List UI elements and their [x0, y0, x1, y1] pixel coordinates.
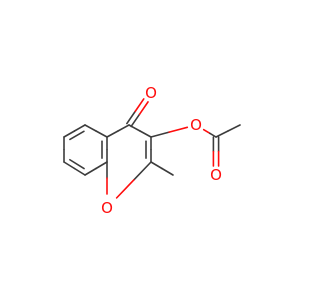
ketone-double-bond: [134, 98, 145, 113]
ring-bond: [139, 130, 152, 138]
methyl-bond: [150, 161, 163, 170]
ester-oxygen-label: O: [190, 116, 202, 134]
methyl-bond: [161, 167, 174, 176]
ring-oxygen-bond: [133, 161, 152, 181]
benzene-bond: [63, 130, 76, 138]
benzene-bond: [63, 161, 76, 170]
ketone-double-bond: [138, 101, 149, 115]
ring-oxygen-label: O: [101, 199, 113, 217]
benzene-double-bond: [69, 130, 85, 141]
acetyl-methyl-bond: [227, 124, 241, 132]
atom-labels: O O O O: [101, 84, 222, 217]
ketone-double-bond: [130, 113, 141, 128]
ester-oxygen-bond: [168, 126, 189, 133]
benzene-bond: [73, 124, 86, 132]
benzene-bond: [73, 167, 86, 176]
bonds: [63, 98, 241, 199]
carbonyl-oxygen-label: O: [210, 166, 222, 184]
ring-oxygen-bond: [115, 179, 135, 199]
ketone-oxygen-label: O: [145, 84, 157, 102]
benzene-bond: [84, 124, 97, 132]
ketone-double-bond: [126, 110, 137, 125]
benzene-bond: [95, 130, 108, 138]
ring-bond: [117, 124, 130, 132]
molecule-diagram: O O O O: [63, 84, 241, 217]
ester-oxygen-bond: [202, 128, 211, 135]
ester-oxygen-bond: [150, 131, 170, 138]
acetyl-methyl-bond: [215, 130, 229, 138]
benzene-double-bond: [69, 158, 85, 170]
benzene-bond: [95, 161, 108, 170]
structure-svg: O O O O: [63, 84, 241, 217]
benzene-bond: [84, 167, 97, 176]
ester-oxygen-bond: [209, 132, 217, 138]
ring-bond: [106, 130, 119, 138]
